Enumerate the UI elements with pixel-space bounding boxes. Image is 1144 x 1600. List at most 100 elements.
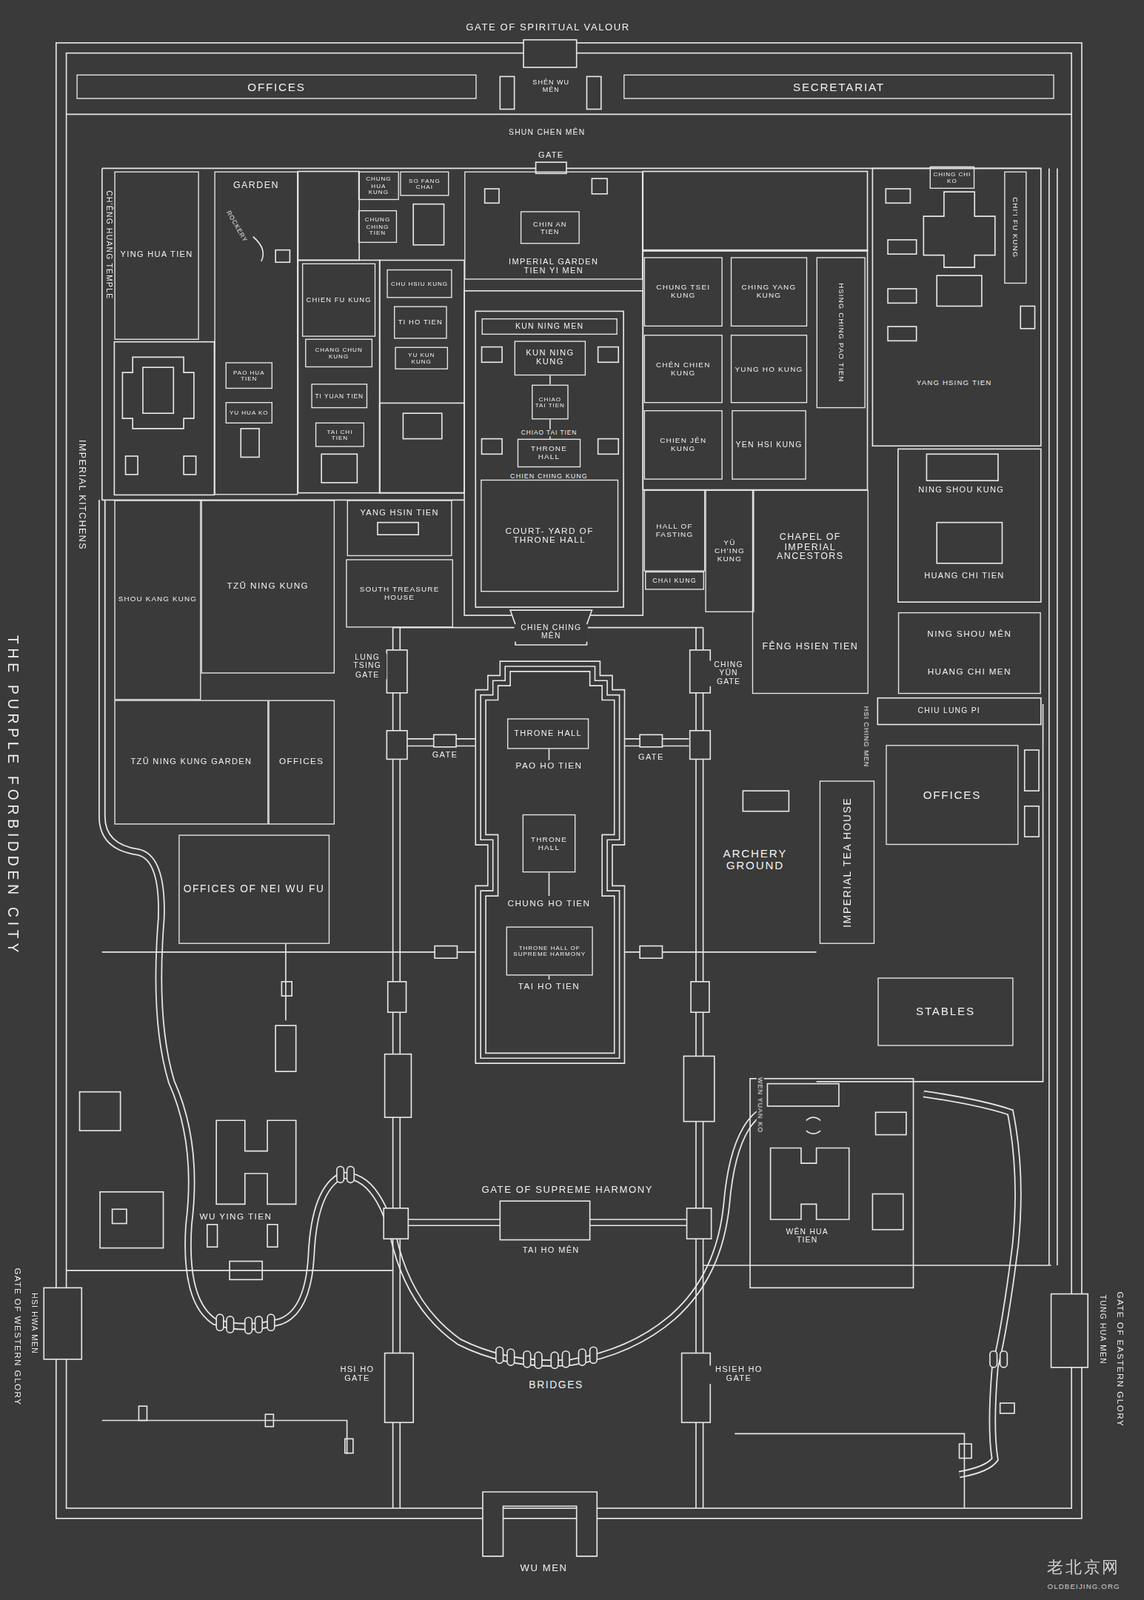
bridge xyxy=(550,1352,559,1369)
gate-house xyxy=(385,1054,412,1118)
building-box: PAO HUA TIEN xyxy=(225,362,273,389)
building-name: SO FANG CHAI xyxy=(402,176,446,191)
place-label: CHUNG HO TIEN xyxy=(506,899,592,910)
palace-wall xyxy=(66,114,1073,1509)
place-label: HSIEH HO GATE xyxy=(707,1365,770,1384)
bridge xyxy=(578,1349,586,1366)
building-name: CHAPEL OF IMPERIAL ANCESTORS xyxy=(755,532,866,563)
gate-house xyxy=(499,76,514,109)
building xyxy=(240,428,260,458)
building xyxy=(265,1414,274,1427)
building-box: KUN NING MEN xyxy=(482,318,618,335)
place-label: GATE OF SPIRITUAL VALOUR xyxy=(465,22,631,33)
water-channel xyxy=(102,499,761,1364)
building-box: NING SHOU MÊNHUANG CHI MEN xyxy=(898,612,1042,694)
gate-house xyxy=(586,76,601,109)
building-name: PAO HUA TIEN xyxy=(228,368,270,383)
building-name: CHIN AN TIEN xyxy=(523,219,577,235)
building-box: THRONE HALL xyxy=(522,814,577,873)
place-label: GATE xyxy=(537,151,565,161)
building-name: CHÊN CHIEN KUNG xyxy=(647,360,720,377)
building xyxy=(99,1192,163,1249)
building xyxy=(482,347,503,363)
building-name: YU KUN KUNG xyxy=(398,351,446,366)
building-box: CHING CHI KO xyxy=(930,166,976,189)
bridge xyxy=(216,1166,1008,1369)
building-name: THRONE HALL OF SUPREME HARMONY xyxy=(509,944,591,959)
building-name: OFFICES xyxy=(247,80,306,94)
building-name: IMPERIAL TEA HOUSE xyxy=(841,797,853,928)
building-box: YU KUN KUNG xyxy=(394,347,448,370)
bridge xyxy=(496,1346,504,1364)
place-label: LUNG TSING GATE xyxy=(348,653,387,679)
building-name: HSING CHING PAO TIEN xyxy=(836,282,845,383)
building xyxy=(1000,1403,1015,1414)
building-name: THRONE HALL xyxy=(520,445,578,462)
building xyxy=(321,453,357,483)
building xyxy=(959,1443,973,1458)
place-label: WU MEN xyxy=(519,1563,569,1574)
place-label: GATE OF EASTERN GLORY xyxy=(1114,1290,1125,1428)
building-name: SECRETARIAT xyxy=(793,80,885,94)
building xyxy=(936,522,1002,564)
building-box: CHIN AN TIEN xyxy=(520,211,580,244)
building xyxy=(1024,750,1039,791)
place-label: NING SHOU KUNG xyxy=(917,486,1006,496)
gate-house xyxy=(383,1208,408,1239)
palace-wall xyxy=(102,1420,348,1454)
building-box: YUNG HO KUNG xyxy=(730,334,808,403)
building xyxy=(1020,305,1035,329)
building xyxy=(750,1078,914,1289)
gate-house xyxy=(523,39,577,68)
place-label: ARCHERY GROUND xyxy=(707,847,802,872)
building xyxy=(475,310,624,608)
place-label: TUNG HUA MEN xyxy=(1098,1293,1107,1366)
building-box: SOUTH TREASURE HOUSE xyxy=(345,559,454,628)
building xyxy=(642,171,868,252)
place-label: TAI HO TIEN xyxy=(516,981,581,992)
building-box: CHÊN CHIEN KUNG xyxy=(644,334,723,403)
building-box: CHI'I FU KUNG xyxy=(1004,171,1027,285)
bridge xyxy=(267,1314,275,1331)
building-name: YANG HSIN TIEN xyxy=(359,509,439,519)
place-label: GATE xyxy=(637,753,665,763)
gate-house xyxy=(482,1492,597,1557)
building xyxy=(598,439,620,455)
building xyxy=(281,981,292,996)
building xyxy=(142,367,174,414)
gate-house xyxy=(386,650,408,694)
building-box: YEN HSI KUNG xyxy=(731,410,807,480)
building-box: THRONE HALL xyxy=(517,439,581,468)
bridge xyxy=(534,1352,543,1369)
building-box: OFFICES xyxy=(268,699,335,825)
gate-house xyxy=(690,730,711,760)
building xyxy=(267,1224,278,1247)
building-box: TAI CHI TIEN xyxy=(315,422,365,448)
building-box: OFFICES xyxy=(885,744,1019,845)
building xyxy=(216,1120,297,1204)
place-label: GATE xyxy=(430,751,459,761)
gate-house xyxy=(433,734,457,748)
building-name: TI HO TIEN xyxy=(398,318,443,326)
axis-wall xyxy=(102,951,817,953)
terrace xyxy=(475,661,625,1064)
building xyxy=(642,250,868,491)
building-name: TAI CHI TIEN xyxy=(318,427,362,442)
building-box: IMPERIAL TEA HOUSE xyxy=(819,780,875,945)
gate-house xyxy=(385,1353,414,1424)
building-box: CHU HSIU KUNG xyxy=(386,269,452,299)
bridge xyxy=(562,1351,570,1368)
place-label: GATE OF WESTERN GLORY xyxy=(12,1266,23,1407)
building-name: YING HUA TIEN xyxy=(120,251,194,260)
place-label: HSI CHING MEN xyxy=(862,704,871,768)
building-box: COURT- YARD OF THRONE HALL xyxy=(480,479,619,593)
building-box: CHANG CHUN KUNG xyxy=(305,339,373,369)
building-box: GARDEN xyxy=(213,171,298,496)
building-name: NING SHOU MÊN xyxy=(927,629,1012,640)
building-name: THRONE HALL xyxy=(513,729,582,739)
place-label: CHIEN CHING KUNG xyxy=(509,471,590,480)
building-name: THRONE HALL xyxy=(525,835,573,852)
building-name: HALL OF FASTING xyxy=(647,522,702,540)
building-name: OFFICES xyxy=(923,788,982,802)
